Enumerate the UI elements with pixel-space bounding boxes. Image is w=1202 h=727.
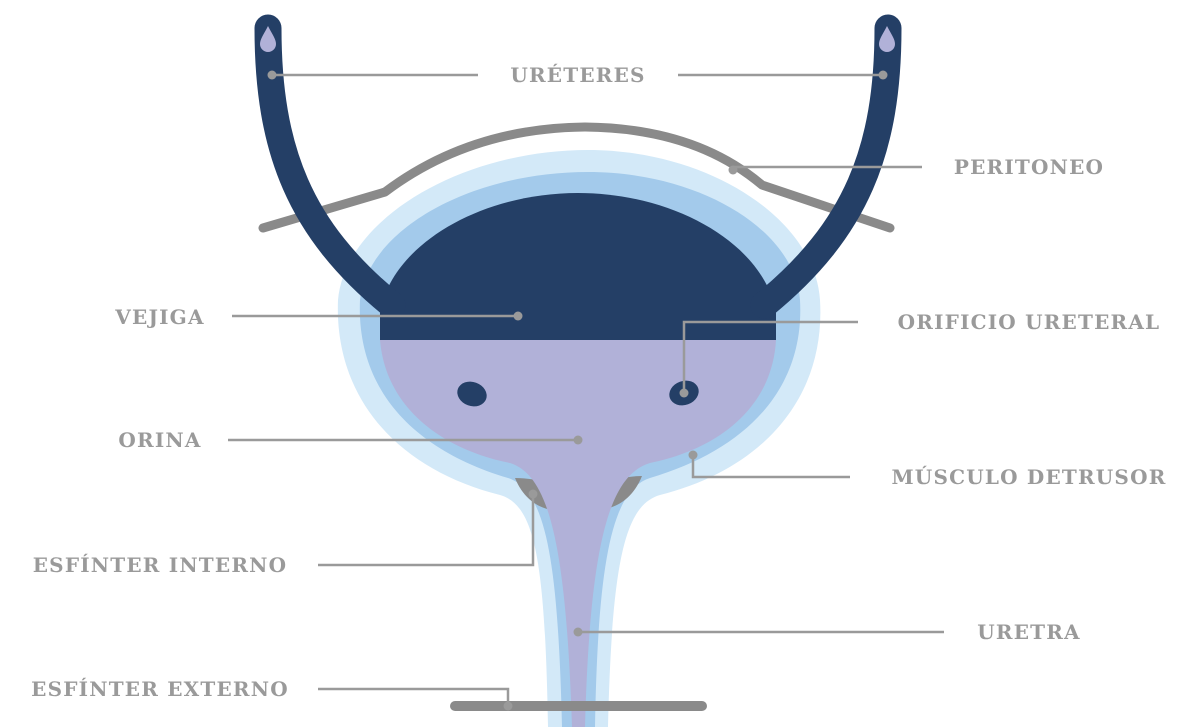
urine-fill — [380, 340, 776, 727]
label-orificio-ureteral: ORIFICIO URETERAL — [898, 310, 1161, 334]
label-uretra: URETRA — [977, 620, 1081, 644]
label-ureteres: URÉTERES — [510, 63, 645, 87]
label-orina: ORINA — [118, 428, 201, 452]
label-peritoneo: PERITONEO — [954, 155, 1104, 179]
label-musculo-detrusor: MÚSCULO DETRUSOR — [891, 464, 1166, 489]
label-esfinter-interno: ESFÍNTER INTERNO — [33, 553, 288, 577]
label-vejiga: VEJIGA — [114, 305, 204, 329]
leader-peritoneo — [729, 166, 923, 175]
leader-esfinter-interno — [318, 490, 538, 566]
leader-uretra — [574, 628, 945, 637]
label-esfinter-externo: ESFÍNTER EXTERNO — [31, 677, 289, 701]
